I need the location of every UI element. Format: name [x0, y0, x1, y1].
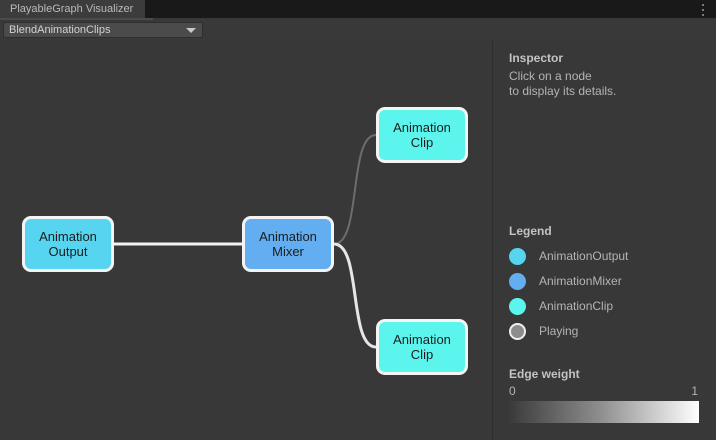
graph-node-animation-clip-bottom[interactable]: Animation Clip	[376, 319, 468, 375]
graph-node-animation-clip-top[interactable]: Animation Clip	[376, 107, 468, 163]
legend-item-label: AnimationClip	[539, 299, 614, 313]
inspector-title: Inspector	[509, 51, 564, 65]
edge-weight-max-label: 1	[691, 384, 698, 398]
legend-swatch-icon	[509, 247, 526, 265]
legend-swatch-icon	[509, 272, 526, 290]
legend-item: AnimationClip	[509, 296, 613, 316]
edge-weight-gradient-bar	[509, 401, 699, 423]
side-panel: Inspector Click on a node to display its…	[492, 41, 716, 440]
kebab-dot	[702, 4, 704, 6]
legend-swatch-icon	[509, 322, 526, 340]
graph-edge	[333, 134, 377, 245]
legend-item: Playing	[509, 321, 578, 341]
graph-node-label: Animation Mixer	[259, 229, 317, 259]
kebab-dot	[702, 9, 704, 11]
kebab-dot	[702, 14, 704, 16]
graph-node-animation-mixer[interactable]: Animation Mixer	[242, 216, 334, 272]
legend-item-label: AnimationOutput	[539, 249, 629, 263]
tab-underline	[0, 18, 153, 20]
graph-edges	[112, 134, 378, 349]
chevron-down-icon	[186, 28, 196, 33]
toolbar: BlendAnimationClips	[0, 20, 716, 40]
inspector-placeholder-text: Click on a node to display its details.	[509, 69, 617, 98]
graph-edge	[332, 242, 378, 349]
edge-weight-title: Edge weight	[509, 367, 580, 381]
graph-selector-value: BlendAnimationClips	[9, 24, 111, 36]
legend-item: AnimationMixer	[509, 271, 622, 291]
graph-selector-dropdown[interactable]: BlendAnimationClips	[3, 22, 203, 38]
legend-item: AnimationOutput	[509, 246, 628, 266]
tab-playablegraph-visualizer[interactable]: PlayableGraph Visualizer	[0, 0, 146, 18]
window-titlebar: PlayableGraph Visualizer	[0, 0, 716, 20]
graph-node-label: Animation Output	[39, 229, 97, 259]
legend-item-label: AnimationMixer	[539, 274, 622, 288]
legend-title: Legend	[509, 224, 552, 238]
legend-item-label: Playing	[539, 324, 579, 338]
graph-node-animation-output[interactable]: Animation Output	[22, 216, 114, 272]
legend-swatch-icon	[509, 297, 526, 315]
edge-weight-min-label: 0	[509, 384, 516, 398]
graph-node-label: Animation Clip	[393, 120, 451, 150]
graph-node-label: Animation Clip	[393, 332, 451, 362]
kebab-menu-icon[interactable]	[698, 4, 708, 16]
